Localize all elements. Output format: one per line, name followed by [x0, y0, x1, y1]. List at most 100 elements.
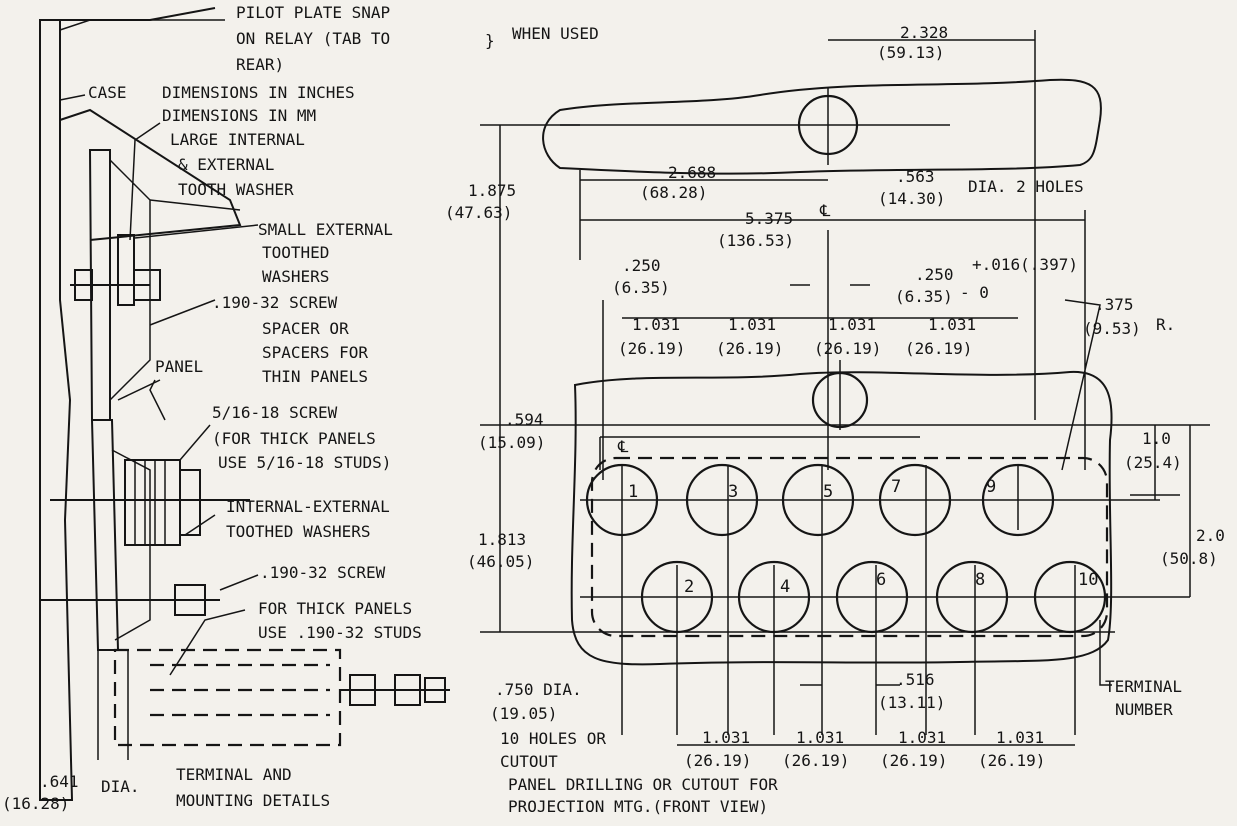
spacer-5-16-shape — [124, 459, 201, 546]
dim-bottom-pitch-2-in: 1.031 — [796, 728, 844, 747]
terminal-number-7: 7 — [891, 477, 901, 497]
dim-tol-plus: +.016(.397) — [972, 255, 1078, 274]
panel-label: PANEL — [155, 357, 203, 376]
dim-top-pitch-2-mm: (26.19) — [716, 339, 783, 358]
thick-panels-label-1: FOR THICK PANELS — [258, 599, 412, 618]
dim-bottom-pitch-3-in: 1.031 — [898, 728, 946, 747]
leader-lines-left — [59, 19, 259, 676]
dim-375-in: .375 — [1095, 295, 1134, 314]
terminal-number-10: 10 — [1078, 570, 1098, 590]
dim-bottom-pitch-1-mm: (26.19) — [684, 751, 751, 770]
spacer-label-3: THIN PANELS — [262, 367, 368, 386]
text-labels: PILOT PLATE SNAP ON RELAY (TAB TO REAR) … — [2, 3, 1225, 816]
dim-top-pitch-1-in: 1.031 — [632, 315, 680, 334]
when-used-label: WHEN USED — [512, 24, 599, 43]
dim-563-mm: (14.30) — [878, 189, 945, 208]
dim-20-in: 2.0 — [1196, 526, 1225, 545]
small-washer-label-2: TOOTHED — [262, 243, 329, 262]
dim-250b-mm: (6.35) — [895, 287, 953, 306]
dim-2688-mm: (68.28) — [640, 183, 707, 202]
dim-bottom-pitch-3-mm: (26.19) — [880, 751, 947, 770]
dim-2688-in: 2.688 — [668, 163, 716, 182]
dim-bottom-pitch-4-mm: (26.19) — [978, 751, 1045, 770]
dia-2-holes-label: DIA. 2 HOLES — [968, 177, 1084, 196]
terminal-detail-outline — [113, 648, 342, 747]
terminal-number-label-2: NUMBER — [1115, 700, 1173, 719]
diameter-dim-left — [97, 650, 129, 760]
dim-20-mm: (50.8) — [1160, 549, 1218, 568]
screw-516-label-2: (FOR THICK PANELS — [212, 429, 376, 448]
panel-cutout-outline — [570, 370, 1113, 666]
int-ext-label-2: TOOTHED WASHERS — [226, 522, 371, 541]
terminal-hole-9 — [981, 463, 1055, 537]
centerline-symbol-2: ℄ — [617, 437, 629, 456]
terminal-number-label-1: TERMINAL — [1105, 677, 1182, 696]
terminal-detail-dash — [150, 663, 330, 717]
spacer-label-1: SPACER OR — [262, 319, 349, 338]
spacer-label-2: SPACERS FOR — [262, 343, 368, 362]
dim-1813-in: 1.813 — [478, 530, 526, 549]
dim-bottom-pitch-1-in: 1.031 — [702, 728, 750, 747]
dim-top-pitch-1-mm: (26.19) — [618, 339, 685, 358]
panel-drilling-label-2: PROJECTION MTG.(FRONT VIEW) — [508, 797, 768, 816]
spacer-ribs — [134, 460, 166, 545]
dim-top-pitch-3-mm: (26.19) — [814, 339, 881, 358]
screw-190-top-shape — [70, 269, 161, 301]
thick-panels-label-2: USE .190-32 STUDS — [258, 623, 422, 642]
terminal-number-4: 4 — [780, 577, 790, 597]
large-washer-label-2: & EXTERNAL — [178, 155, 274, 174]
case-outline — [39, 19, 74, 801]
dim-2328-in: 2.328 — [900, 23, 948, 42]
dim-594-in: .594 — [505, 410, 544, 429]
terminal-hole-7 — [878, 463, 952, 537]
terminal-number-1: 1 — [628, 482, 638, 502]
dim-top-pitch-2-in: 1.031 — [728, 315, 776, 334]
screw-516-label-3: USE 5/16-18 STUDS) — [218, 453, 391, 472]
screw-190-bottom-label: .190-32 SCREW — [260, 563, 386, 582]
screw-190-top-label: .190-32 SCREW — [212, 293, 338, 312]
dim-inches-label: DIMENSIONS IN INCHES — [162, 83, 355, 102]
hole-dia-mm-label: (19.05) — [490, 704, 557, 723]
dim-641-in: .641 — [40, 772, 79, 791]
dim-250a-in: .250 — [622, 256, 661, 275]
pilot-plate-label-3: REAR) — [236, 55, 284, 74]
dim-bottom-pitch-2-mm: (26.19) — [782, 751, 849, 770]
dim-1875-in: 1.875 — [468, 181, 516, 200]
dim-10-in: 1.0 — [1142, 429, 1171, 448]
dim-594-mm: (15.09) — [478, 433, 545, 452]
dim-tol-minus: - 0 — [960, 283, 989, 302]
dim-mm-label: DIMENSIONS IN MM — [162, 106, 316, 125]
dim-516-in: .516 — [896, 670, 935, 689]
dim-641-mm: (16.28) — [2, 794, 69, 813]
side-view — [39, 7, 450, 801]
screw-190-bottom-shape — [40, 584, 220, 616]
r-label: R. — [1156, 315, 1175, 334]
large-washer-label-3: TOOTH WASHER — [178, 180, 294, 199]
dim-1875-mm: (47.63) — [445, 203, 512, 222]
centerline-symbol-1: ℄ — [819, 201, 831, 220]
dim-2328-mm: (59.13) — [877, 43, 944, 62]
dim-250a-mm: (6.35) — [612, 278, 670, 297]
dim-top-pitch-4-mm: (26.19) — [905, 339, 972, 358]
screw-516-label-1: 5/16-18 SCREW — [212, 403, 338, 422]
pilot-plate-outline — [542, 78, 1102, 175]
small-washer-label-1: SMALL EXTERNAL — [258, 220, 393, 239]
dim-516-mm: (13.11) — [878, 693, 945, 712]
terminal-hole-5 — [781, 463, 855, 537]
dim-5375-mm: (136.53) — [717, 231, 794, 250]
terminal-number-3: 3 — [728, 482, 738, 502]
hole-dia-label: .750 DIA. — [495, 680, 582, 699]
dia-left-label: DIA. — [101, 777, 140, 796]
dim-5375-in: 5.375 — [745, 209, 793, 228]
dim-375-mm: (9.53) — [1083, 319, 1141, 338]
dimension-lines — [480, 30, 1210, 746]
terminal-hole-3 — [685, 463, 759, 537]
terminal-stud — [340, 674, 450, 706]
dim-1813-mm: (46.05) — [467, 552, 534, 571]
dim-250b-in: .250 — [915, 265, 954, 284]
dim-top-pitch-3-in: 1.031 — [828, 315, 876, 334]
dim-10-mm: (25.4) — [1124, 453, 1182, 472]
dim-top-pitch-4-in: 1.031 — [928, 315, 976, 334]
terminal-details-label-1: TERMINAL AND — [176, 765, 292, 784]
